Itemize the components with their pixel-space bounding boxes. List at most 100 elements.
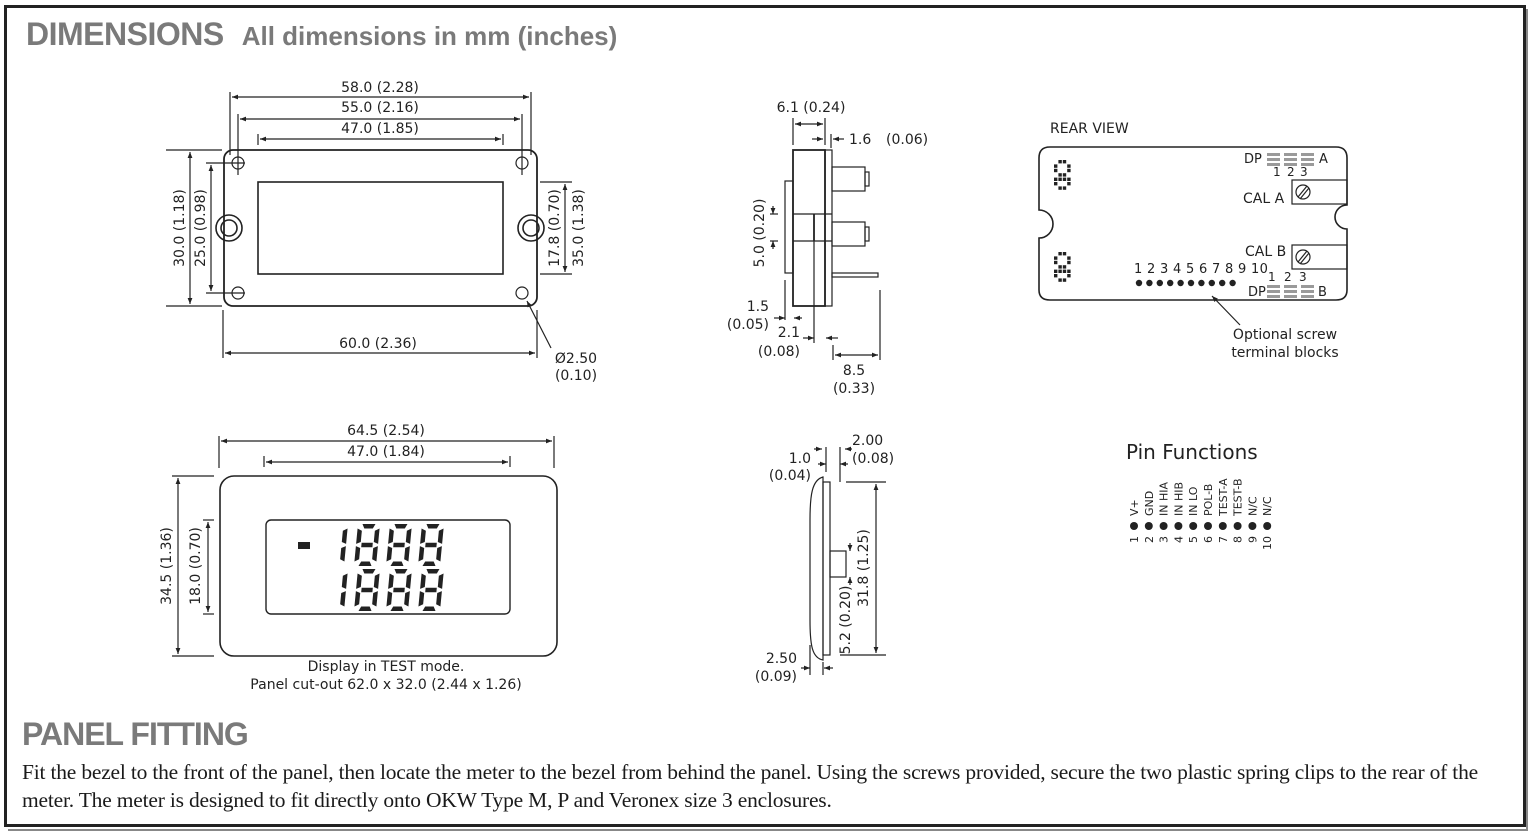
- lcd-segment: [388, 573, 394, 589]
- pin-name: N/C: [1246, 496, 1259, 516]
- dp-pad: [1267, 153, 1280, 156]
- dp-number: 1: [1273, 165, 1281, 179]
- dp-number: 1: [1268, 270, 1276, 284]
- pin-dot: [1189, 522, 1198, 530]
- dot-digit-a: [1054, 160, 1071, 190]
- pin-dot: [1248, 522, 1257, 530]
- pin-dot: [1204, 522, 1212, 530]
- dp-pad: [1267, 285, 1280, 288]
- dim-label: 60.0 (2.36): [339, 336, 417, 352]
- dim-label: 5.2 (0.20): [838, 586, 854, 655]
- lcd-segment: [361, 587, 373, 593]
- lcd-digit: [340, 573, 348, 607]
- lcd-display: [298, 524, 444, 611]
- dot-cell: [1067, 182, 1071, 186]
- pin-number: 4: [1172, 536, 1185, 543]
- lcd-segment: [354, 546, 361, 562]
- dp-number: 3: [1299, 270, 1307, 284]
- hole-leader: [526, 300, 552, 349]
- cal-b-trimmer-icon[interactable]: [1295, 249, 1311, 265]
- lcd-segment: [425, 542, 437, 548]
- side-view-labels: 6.1 (0.24) 1.6 (0.06) 5.0 (0.20) 1.5 (0.…: [727, 100, 928, 397]
- pin: [831, 272, 879, 278]
- dp-number: 3: [1300, 165, 1308, 179]
- pin-name: V+: [1128, 499, 1141, 516]
- lcd-segment: [422, 561, 436, 566]
- lcd-segment: [390, 606, 404, 611]
- dp-b-pads: [1267, 285, 1314, 298]
- dim-label: 2.50: [766, 651, 797, 667]
- connector: [831, 221, 866, 247]
- dim-label: 58.0 (2.28): [341, 80, 419, 96]
- bezel-side-labels: 2.00 (0.08) 1.0 (0.04) 31.8 (1.25) 5.2 (…: [755, 433, 894, 685]
- lcd-minus: [298, 542, 310, 549]
- dim-label: 30.0 (1.18): [172, 189, 188, 267]
- dim-label: (0.04): [769, 468, 811, 484]
- lcd-segment: [341, 528, 348, 544]
- pin-number: 10: [1261, 536, 1274, 550]
- terminal-leader: [1211, 295, 1241, 326]
- dot-cell: [1062, 252, 1067, 256]
- terminal-note-line1: Optional screw: [1233, 327, 1337, 343]
- pin-item: N/C9: [1246, 496, 1259, 543]
- pin-item: POL-B6: [1202, 484, 1215, 543]
- dp-number: 2: [1284, 270, 1292, 284]
- lcd-digit: [386, 569, 412, 611]
- dp-pad: [1301, 285, 1314, 288]
- dim-label: 18.0 (0.70): [188, 527, 204, 605]
- dp-pad: [1301, 158, 1314, 161]
- lcd-segment: [394, 569, 408, 574]
- dim-label: 64.5 (2.54): [347, 423, 425, 439]
- dp-pad: [1301, 153, 1314, 156]
- lcd-segment: [340, 591, 346, 607]
- lcd-segment: [386, 591, 393, 607]
- dp-pad: [1267, 163, 1280, 166]
- lcd-segment: [362, 524, 376, 529]
- lcd-segment: [354, 591, 361, 607]
- lcd-segment: [362, 569, 376, 574]
- lcd-segment: [405, 528, 412, 544]
- lcd-segment: [437, 528, 444, 544]
- cutout-caption: Panel cut-out 62.0 x 32.0 (2.44 x 1.26): [250, 677, 521, 693]
- terminal-dot: [1167, 279, 1174, 287]
- dot-cell: [1062, 173, 1067, 177]
- dot-cell: [1054, 164, 1058, 168]
- lcd-segment: [418, 546, 425, 562]
- dot-cell: [1058, 186, 1062, 190]
- meter-outline: [223, 149, 538, 307]
- dim-label: 2.1: [778, 325, 800, 341]
- terminal-numbers: 1 2 3 4 5 6 7 8 9 10: [1134, 262, 1268, 277]
- pin-name: N/C: [1261, 496, 1274, 516]
- pin-name: IN LO: [1187, 486, 1200, 516]
- lcd-digit: [354, 524, 380, 566]
- dot-cell: [1067, 269, 1071, 273]
- pin-item: TEST-A7: [1217, 478, 1230, 543]
- cal-a-trimmer-icon[interactable]: [1295, 184, 1311, 200]
- dim-label: 31.8 (1.25): [856, 529, 872, 607]
- lcd-segment: [425, 587, 437, 593]
- dim-label: 1.6: [849, 132, 871, 148]
- meter-body: [792, 149, 826, 307]
- lcd-segment: [437, 573, 444, 589]
- lcd-segment: [436, 591, 442, 607]
- dot-cell: [1058, 252, 1062, 256]
- dot-cell: [1067, 177, 1071, 181]
- pin-functions-title: Pin Functions: [1126, 440, 1258, 464]
- dp-pad: [1301, 295, 1314, 298]
- dot-cell: [1054, 260, 1058, 265]
- display-caption: Display in TEST mode.: [308, 659, 465, 675]
- dimensions-title: DIMENSIONS: [26, 16, 224, 52]
- screw-boss-inner: [522, 219, 540, 237]
- lcd-segment: [404, 591, 410, 607]
- pin-item: IN LO5: [1187, 486, 1200, 543]
- dot-cell: [1067, 260, 1071, 265]
- lcd-segment: [436, 546, 442, 562]
- dot-cell: [1054, 269, 1058, 273]
- pin-number: 7: [1217, 536, 1230, 543]
- terminal-dots: [1135, 279, 1236, 287]
- terminal-dot: [1219, 279, 1226, 287]
